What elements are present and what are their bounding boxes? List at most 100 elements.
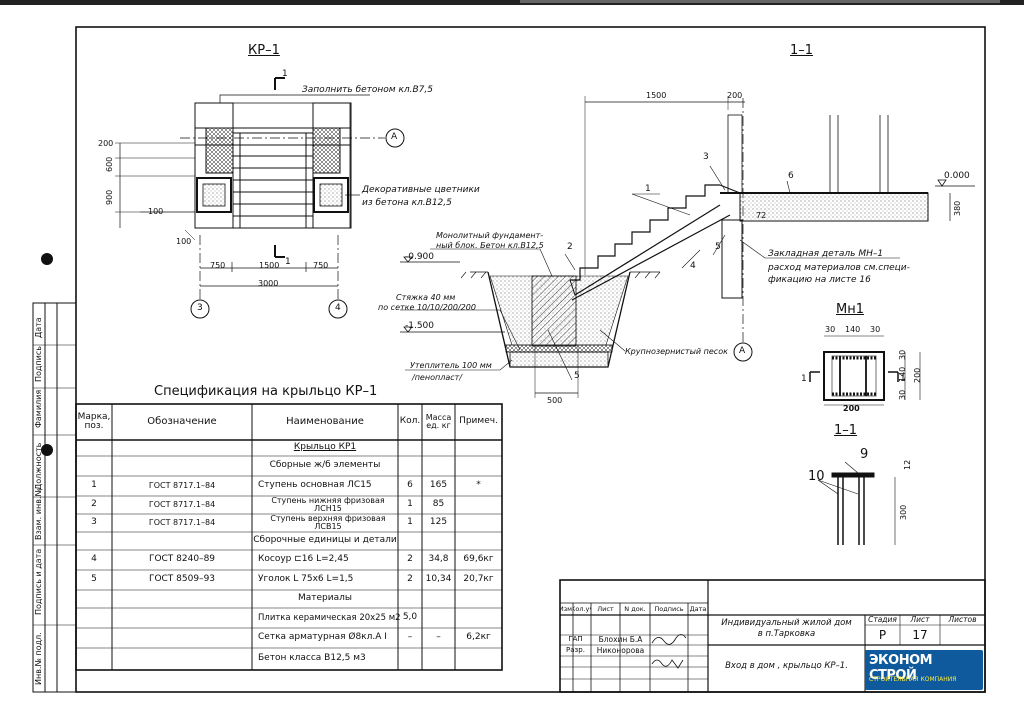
callout-6: 6 bbox=[788, 171, 794, 181]
spec-row-name: Ступень основная ЛС15 bbox=[258, 480, 372, 491]
spec-row-note: 20,7кг bbox=[463, 574, 494, 585]
logo-line-2: СТРОИТЕЛЬНАЯ КОМПАНИЯ bbox=[869, 676, 957, 683]
dim-1500-section: 1500 bbox=[646, 91, 667, 100]
level-minus-1500: -1.500 bbox=[405, 321, 435, 331]
mn-section-title: 1–1 bbox=[834, 423, 858, 438]
note-planters-1: Декоративные цветники bbox=[362, 185, 480, 195]
dim-750-b: 750 bbox=[313, 261, 329, 270]
note-screed-1: Стяжка 40 мм bbox=[396, 293, 456, 302]
spec-row-name: Материалы bbox=[298, 593, 352, 604]
spec-row-mass: 34,8 bbox=[428, 554, 449, 565]
note-embed-1: Закладная деталь МН–1 bbox=[768, 249, 884, 259]
spec-row-qty: 1 bbox=[407, 517, 413, 528]
dim-750-a: 750 bbox=[210, 261, 226, 270]
dim-380: 380 bbox=[953, 200, 962, 216]
mn1-dim-30a: 30 bbox=[825, 325, 836, 334]
mn1-vdim-30b: 30 bbox=[898, 389, 907, 400]
mn-label-9: 9 bbox=[860, 447, 869, 462]
spec-row-name: Уголок L 75x6 L=1,5 bbox=[258, 574, 354, 585]
strip-data: Дата bbox=[34, 317, 43, 338]
spec-row-designation: ГОСТ 8509–93 bbox=[148, 574, 216, 585]
mn1-dim-200: 200 bbox=[843, 404, 860, 413]
mn1-dim-30b: 30 bbox=[870, 325, 881, 334]
tb-header-izm: Изм. bbox=[560, 604, 573, 613]
tb-stage-label: Стадия bbox=[868, 615, 897, 625]
mn1-title: Мн1 bbox=[836, 302, 864, 317]
tb-header-podpis: Подпись bbox=[654, 604, 684, 613]
dim-200: 200 bbox=[98, 139, 114, 148]
spec-row-qty: 2 bbox=[407, 554, 413, 565]
callout-1: 1 bbox=[645, 184, 651, 194]
spec-row-designation: ГОСТ 8717.1–84 bbox=[148, 517, 216, 527]
note-block-2: ный блок. Бетон кл.В12,5 bbox=[436, 241, 544, 250]
spec-header-designation: Обозначение bbox=[147, 415, 217, 427]
note-embed-3: фикацию на листе 16 bbox=[768, 275, 871, 285]
level-0000: 0.000 bbox=[944, 171, 970, 181]
spec-row-mark: 4 bbox=[91, 554, 97, 565]
spec-row-mark: 2 bbox=[91, 499, 97, 510]
spec-row-designation: ГОСТ 8717.1–84 bbox=[148, 499, 216, 509]
dim-600: 600 bbox=[105, 156, 114, 172]
dim-200-section: 200 bbox=[727, 91, 743, 100]
callout-5b: 5 bbox=[574, 371, 580, 381]
dim-100-b: 100 bbox=[176, 237, 192, 246]
tb-stage-value: Р bbox=[878, 627, 887, 642]
spec-row-mass: – bbox=[436, 632, 441, 643]
note-planters-2: из бетона кл.В12,5 bbox=[362, 198, 452, 208]
dim-500: 500 bbox=[547, 396, 563, 405]
spec-row-mass: 165 bbox=[429, 480, 448, 491]
spec-row-qty: 5,0 bbox=[402, 612, 418, 623]
spec-row-mark: 3 bbox=[91, 517, 97, 528]
strip-inv-podl: Инв.№ подл. bbox=[34, 632, 43, 685]
spec-row-note: 6,2кг bbox=[466, 632, 491, 643]
dim-1500: 1500 bbox=[259, 261, 280, 270]
mn1-sec-mark-left: 1 bbox=[801, 374, 807, 384]
callout-2: 2 bbox=[567, 242, 573, 252]
mn1-dim-140: 140 bbox=[845, 325, 861, 334]
spec-row-name: Крыльцо КР1 bbox=[293, 442, 357, 453]
tb-header-kol: Кол.уч bbox=[573, 604, 591, 613]
spec-header-mass: Масса ед. кг bbox=[425, 412, 452, 430]
spec-row-qty: 6 bbox=[407, 480, 413, 491]
kr1-title: КР–1 bbox=[248, 43, 280, 58]
dim-3000: 3000 bbox=[258, 279, 279, 288]
spec-row-mass: 10,34 bbox=[425, 574, 452, 585]
note-block-1: Монолитный фундамент- bbox=[436, 231, 544, 240]
mn1-vdim-30a: 30 bbox=[898, 349, 907, 360]
tb-role-razr: Разр. bbox=[566, 645, 585, 654]
spec-row-name: Косоур ⊏16 L=2,45 bbox=[258, 554, 349, 565]
spec-row-name: Бетон класса В12,5 м3 bbox=[258, 653, 366, 664]
tb-name-gap: Блохин Б.А bbox=[598, 635, 643, 645]
axis-3-label: 3 bbox=[197, 303, 203, 313]
mn1-sec-mark-right: 1 bbox=[900, 374, 906, 384]
spec-row-qty: 1 bbox=[407, 499, 413, 510]
tb-project-1: Индивидуальный жилой дом bbox=[721, 618, 852, 629]
note-insul-2: /пенопласт/ bbox=[412, 373, 462, 382]
note-sand: Крупнозернистый песок bbox=[625, 347, 728, 356]
axis-a-label: A bbox=[391, 132, 398, 142]
tb-project-2: в п.Тарковка bbox=[757, 629, 816, 640]
note-insul-1: Утеплитель 100 мм bbox=[410, 361, 492, 370]
axis-4-label: 4 bbox=[335, 303, 341, 313]
tb-header-data: Дата bbox=[689, 604, 707, 613]
strip-dolzhnost: Должность bbox=[34, 442, 43, 490]
spec-row-name: Ступень нижняя фризовая ЛСН15 bbox=[271, 496, 385, 513]
spec-title: Спецификация на крыльцо КР–1 bbox=[154, 384, 378, 399]
spec-row-mass: 125 bbox=[429, 517, 448, 528]
spec-row-designation: ГОСТ 8240–89 bbox=[148, 554, 216, 565]
note-screed-2: по сетке 10/10/200/200 bbox=[378, 303, 476, 312]
spec-header-note: Примеч. bbox=[459, 416, 498, 427]
tb-sheet-value: 17 bbox=[912, 627, 928, 642]
mn1-vdim-200: 200 bbox=[913, 367, 922, 383]
callout-3: 3 bbox=[703, 152, 709, 162]
tb-sheet-label: Лист bbox=[910, 615, 930, 625]
strip-familia: Фамилия bbox=[34, 389, 43, 428]
callout-4: 4 bbox=[690, 261, 696, 271]
spec-row-name: Сборные ж/б элементы bbox=[269, 460, 381, 471]
spec-row-qty: 2 bbox=[407, 574, 413, 585]
section-mark-bottom: 1 bbox=[285, 257, 291, 267]
spec-row-name: Сетка арматурная Ø8кл.А I bbox=[258, 632, 387, 643]
tb-name-razr: Никонорова bbox=[596, 645, 645, 655]
spec-row-note: * bbox=[476, 480, 481, 491]
